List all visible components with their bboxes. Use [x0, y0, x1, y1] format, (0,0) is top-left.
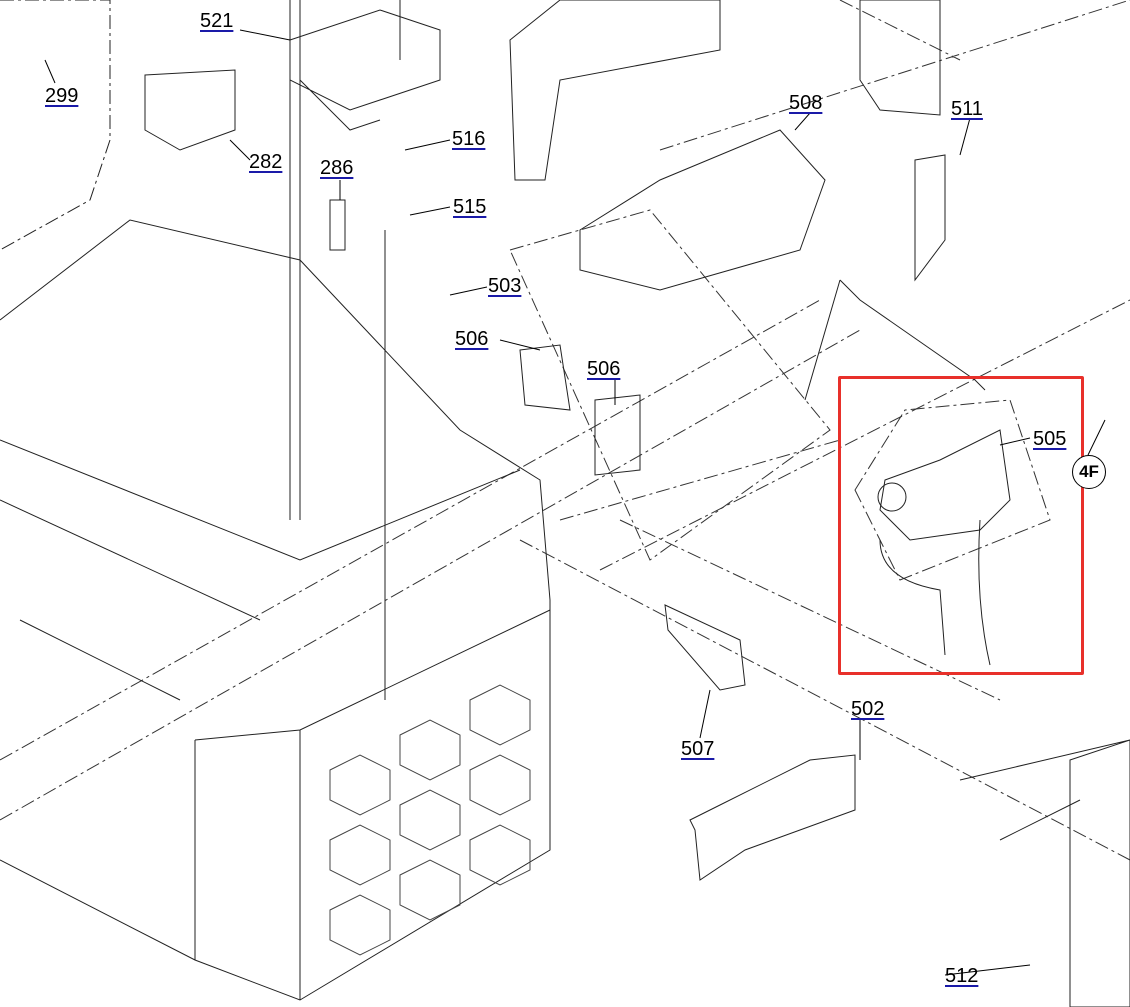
callout-521[interactable]: 521: [200, 10, 234, 32]
callout-512[interactable]: 512: [945, 965, 979, 987]
callout-507[interactable]: 507: [681, 738, 715, 760]
callout-286[interactable]: 286: [320, 157, 354, 179]
connector-badge-4f: 4F: [1072, 455, 1106, 489]
callout-282[interactable]: 282: [249, 151, 283, 173]
callout-505[interactable]: 505: [1033, 428, 1067, 450]
callout-516[interactable]: 516: [452, 128, 486, 150]
callout-503[interactable]: 503: [488, 275, 522, 297]
leader-lines: [44, 29, 1106, 976]
callout-299[interactable]: 299: [45, 85, 79, 107]
callout-506-second[interactable]: 506: [587, 358, 621, 380]
highlight-box-505: [838, 376, 1084, 675]
callout-511[interactable]: 511: [951, 98, 983, 120]
part-505-motor: [804, 279, 1011, 666]
callout-508[interactable]: 508: [789, 92, 823, 114]
guide-lines: [0, 0, 1130, 861]
main-unit: [0, 0, 551, 1001]
callout-502[interactable]: 502: [851, 698, 885, 720]
callout-506[interactable]: 506: [455, 328, 489, 350]
callout-515[interactable]: 515: [453, 196, 487, 218]
